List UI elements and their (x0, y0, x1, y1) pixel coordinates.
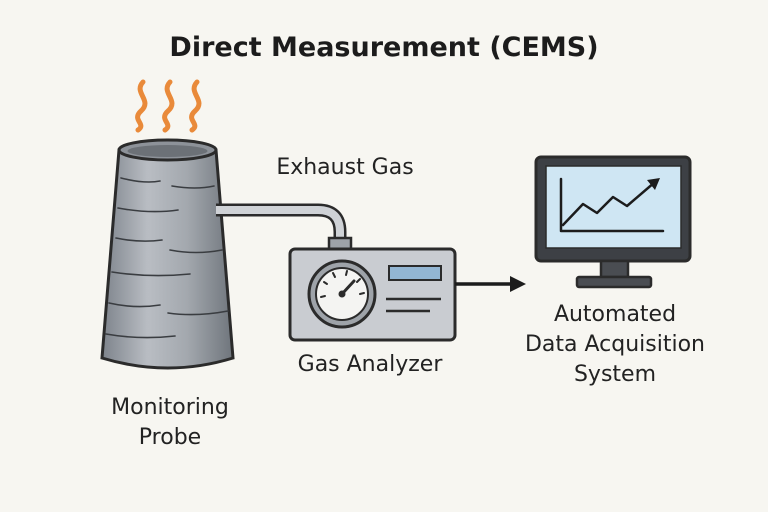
heat-wave-2 (162, 79, 175, 133)
arrow-right-icon (455, 276, 526, 292)
data-acquisition-label-line-1: Automated (553, 302, 677, 327)
monitor-icon (534, 155, 692, 289)
trend-chart-icon (559, 177, 665, 233)
data-acquisition-label-line-2: Data Acquisition (524, 332, 706, 357)
gas-analyzer-device (288, 247, 457, 342)
monitoring-probe-label-line-2: Probe (138, 425, 202, 450)
data-acquisition-label-line-3: System (573, 362, 657, 387)
diagram-title: Direct Measurement (CEMS) (169, 32, 599, 63)
monitoring-probe-label-line-1: Monitoring (111, 395, 229, 420)
heat-waves-icon (135, 79, 202, 133)
monitoring-probe-label: Monitoring Probe (95, 393, 245, 453)
smokestack-icon (100, 138, 235, 370)
heat-wave-1 (135, 79, 148, 133)
heat-wave-3 (189, 79, 202, 133)
exhaust-gas-label: Exhaust Gas (276, 155, 414, 180)
data-acquisition-label: Automated Data Acquisition System (500, 300, 730, 390)
pressure-gauge-icon (307, 259, 377, 329)
exhaust-pipe (216, 203, 353, 252)
gas-analyzer-label: Gas Analyzer (297, 352, 443, 377)
analyzer-display (388, 265, 442, 281)
